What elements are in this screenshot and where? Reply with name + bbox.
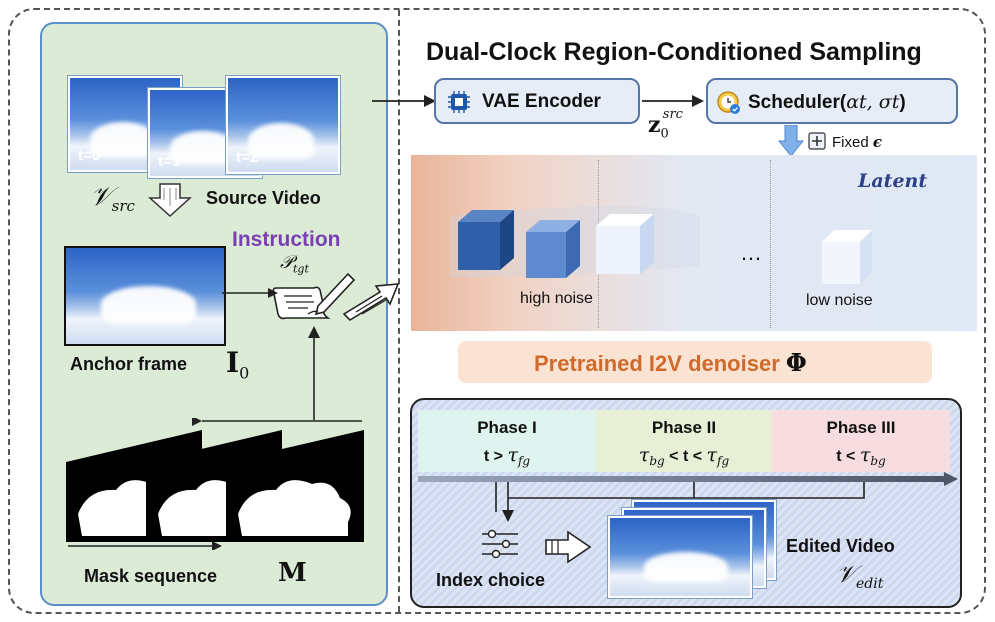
- phase-2-cond-text: < t <: [664, 448, 707, 465]
- v-edit-letter: 𝒱: [836, 560, 856, 588]
- scheduler-label: Scheduler(αt, σt): [748, 91, 906, 114]
- plus-icon: [808, 132, 826, 150]
- hollow-down-arrow-icon: [148, 183, 192, 218]
- phase-2-tau-left-sub: bg: [649, 454, 665, 469]
- scheduler-close: ): [899, 92, 906, 113]
- phase-2-tau-right-sub: fg: [717, 454, 730, 469]
- timeline-arrow: [418, 472, 958, 522]
- fixed-epsilon: ϵ: [872, 133, 882, 151]
- edited-video-label: Edited Video: [786, 536, 895, 556]
- chip-icon: [448, 91, 470, 113]
- denoiser-box: [458, 341, 932, 383]
- anchor-sub: 0: [239, 363, 250, 383]
- phase-2-name: Phase II: [651, 418, 717, 437]
- latent-label: Latent: [858, 170, 928, 192]
- p-tgt-symbol: 𝒫tgt: [280, 252, 309, 276]
- frames-to-vae-arrow: [372, 95, 436, 107]
- p-tgt-letter: 𝒫: [280, 252, 293, 273]
- anchor-symbol: I0: [226, 346, 249, 383]
- v-src-sub: src: [111, 197, 135, 216]
- denoiser-text: Pretrained I2V denoiser: [534, 351, 780, 376]
- z-letter: z: [648, 112, 661, 138]
- anchor-letter: I: [226, 346, 240, 379]
- mask-to-instruction-arrow: [308, 326, 320, 420]
- hatched-right-arrow-icon: [342, 283, 400, 322]
- phase-2-condition: τbg < t < τfg: [596, 444, 772, 468]
- anchor-frame-image: [64, 246, 226, 346]
- sliders-icon: [482, 529, 518, 559]
- phase-2-tau-left: τ: [638, 444, 650, 466]
- scheduler-text: Scheduler(: [748, 92, 847, 113]
- z-src-symbol: z0 src: [648, 107, 689, 142]
- v-edit-sub: edit: [856, 575, 884, 592]
- vae-encoder-box: VAE Encoder: [434, 78, 640, 124]
- frame-label: t=1: [158, 153, 181, 170]
- scheduler-args: αt, σt: [846, 91, 900, 113]
- instruction-label: Instruction: [232, 228, 341, 251]
- latent-divider-2: [770, 160, 771, 328]
- source-video-label: Source Video: [206, 188, 321, 208]
- hand-arrow-icon: [545, 530, 592, 564]
- phase-1-name: Phase I: [477, 418, 537, 437]
- pen-paper-icon: [272, 272, 356, 320]
- z-sub: 0: [660, 126, 669, 142]
- anchor-to-instruction-arrow: [222, 288, 278, 298]
- v-src-symbol: 𝒱src: [90, 182, 135, 215]
- v-edit-symbol: 𝒱edit: [836, 560, 883, 592]
- latent-cube-light: [596, 214, 654, 274]
- down-arrow-icon: [778, 125, 804, 157]
- clock-icon: [717, 91, 740, 114]
- phase-1-cond-text: t >: [483, 448, 508, 465]
- fixed-text: Fixed: [832, 134, 869, 151]
- index-choice-label: Index choice: [436, 570, 546, 590]
- mask-sequence-label: Mask sequence: [84, 566, 218, 586]
- v-src-letter: 𝒱: [90, 182, 112, 212]
- latent-cube-lightest: [822, 230, 872, 284]
- source-frame-2: t=2: [226, 76, 340, 174]
- z-sup: src: [662, 106, 683, 122]
- denoiser-symbol: Φ: [785, 348, 807, 377]
- phase-2-tau-right: τ: [706, 444, 718, 466]
- diagram-title: Dual-Clock Region-Conditioned Sampling: [426, 38, 922, 66]
- fixed-noise-label: Fixed ϵ: [832, 133, 882, 151]
- outer-frame: [8, 8, 986, 614]
- mask-symbol: M: [278, 558, 307, 588]
- phase-3-cond-text: t <: [836, 448, 860, 465]
- p-tgt-sub: tgt: [292, 262, 309, 276]
- phase-1-condition: t > τfg: [418, 444, 596, 468]
- scheduler-box: Scheduler(αt, σt): [706, 78, 958, 124]
- frame-label: t=2: [236, 149, 259, 166]
- edited-frame-front: [608, 516, 752, 598]
- latent-cube-dark: [458, 210, 514, 270]
- phase-1-box: Phase I t > τfg: [418, 410, 596, 472]
- phase-1-tau-sub: fg: [517, 454, 531, 469]
- mask-sequence-graphic: [66, 418, 364, 550]
- latent-cube-mid: [526, 220, 580, 278]
- vae-encoder-label: VAE Encoder: [482, 91, 601, 112]
- latent-cubes: [450, 206, 872, 284]
- phase-3-name: Phase III: [826, 418, 896, 437]
- frame-label: t=0: [78, 147, 101, 164]
- phase-3-condition: t < τbg: [772, 444, 950, 468]
- phase-2-box: Phase II τbg < t < τfg: [596, 410, 772, 472]
- latent-ellipsis: …: [740, 240, 762, 265]
- section-divider: [398, 10, 400, 612]
- phase-3-tau-sub: bg: [870, 454, 886, 469]
- phase-3-box: Phase III t < τbg: [772, 410, 950, 472]
- phase-1-tau: τ: [507, 444, 518, 466]
- phase-3-tau: τ: [859, 444, 871, 466]
- anchor-frame-label: Anchor frame: [70, 354, 188, 374]
- vae-to-scheduler-arrow: [642, 95, 704, 107]
- low-noise-label: low noise: [806, 292, 873, 309]
- high-noise-label: high noise: [520, 290, 593, 307]
- denoiser-label: Pretrained I2V denoiser Φ: [534, 348, 807, 377]
